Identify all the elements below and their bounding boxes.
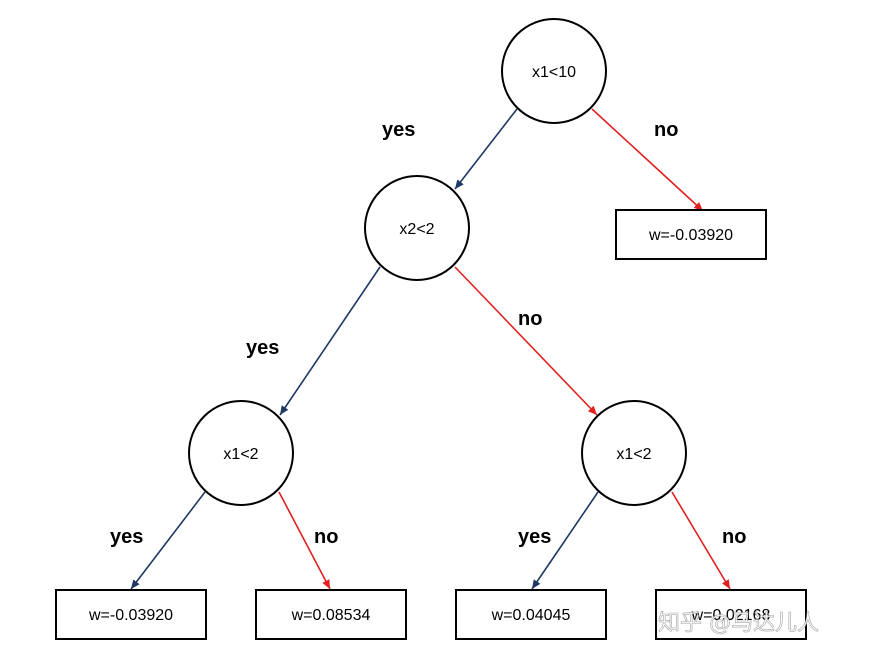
edge-lr-no — [671, 491, 731, 590]
leaf-node-root-no: w=-0.03920 — [615, 209, 767, 260]
edge-label-ll-no: no — [314, 526, 338, 548]
watermark-text: 知乎 @马达儿人 — [658, 611, 819, 636]
decision-node-left-label: x2<2 — [399, 221, 434, 238]
decision-node-root: x1<10 — [501, 18, 607, 124]
decision-node-left-right-label: x1<2 — [616, 446, 651, 463]
leaf-node-ll-yes: w=-0.03920 — [55, 589, 207, 640]
edge-label-root-no: no — [654, 119, 678, 141]
edge-ll-no — [278, 491, 331, 590]
edge-ll-yes — [130, 491, 206, 590]
edge-lr-yes — [531, 491, 599, 590]
edge-root-yes — [454, 108, 518, 190]
edge-label-root-yes: yes — [382, 119, 415, 141]
edge-left-yes — [279, 266, 381, 416]
leaf-node-ll-no: w=0.08534 — [255, 589, 407, 640]
leaf-ll-yes-label: w=-0.03920 — [88, 607, 173, 624]
edge-label-lr-yes: yes — [518, 526, 551, 548]
leaf-lr-no-label: w=0.02168 — [691, 607, 771, 624]
edge-label-ll-yes: yes — [110, 526, 143, 548]
leaf-node-lr-yes: w=0.04045 — [455, 589, 607, 640]
decision-node-left-left-label: x1<2 — [223, 446, 258, 463]
decision-node-left-left: x1<2 — [188, 400, 294, 506]
edge-root-no — [591, 108, 704, 212]
decision-node-left: x2<2 — [364, 175, 470, 281]
leaf-lr-yes-label: w=0.04045 — [491, 607, 571, 624]
edge-label-left-no: no — [518, 308, 542, 330]
edge-label-lr-no: no — [722, 526, 746, 548]
edge-label-left-yes: yes — [246, 337, 279, 359]
decision-node-root-label: x1<10 — [532, 64, 576, 81]
leaf-node-lr-no: w=0.02168 — [655, 589, 807, 640]
edge-left-no — [454, 266, 598, 416]
decision-node-left-right: x1<2 — [581, 400, 687, 506]
leaf-root-no-label: w=-0.03920 — [648, 227, 733, 244]
leaf-ll-no-label: w=0.08534 — [291, 607, 371, 624]
